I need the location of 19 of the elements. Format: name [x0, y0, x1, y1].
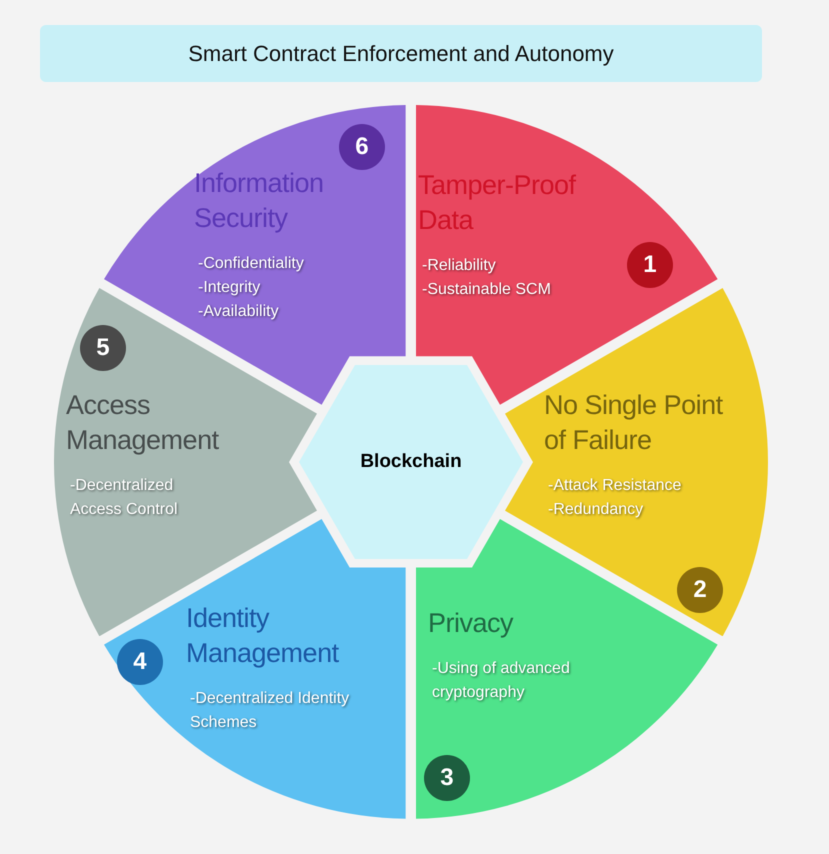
bullet-text: -Attack Resistance [548, 476, 682, 496]
bullet-text: -Reliability [422, 256, 497, 276]
segment-heading: Identity Management [186, 602, 340, 670]
bullet-text: -Confidentiality [198, 254, 305, 274]
segment-heading: Tamper-Proof Data [418, 168, 577, 238]
bullet-text: -Decentralized Access Control [70, 476, 179, 520]
segment [416, 519, 718, 819]
segment-heading: Access Management [66, 388, 220, 458]
center-label: Blockchain [360, 450, 462, 474]
blockchain-hexagon [299, 365, 523, 559]
bullet-text: -Decentralized Identity Schemes [190, 689, 350, 734]
segment-heading: No Single Point of Failure [544, 388, 724, 458]
bullet-text: -Sustainable SCM [422, 280, 552, 300]
title-banner: Smart Contract Enforcement and Autonomy [40, 25, 762, 82]
bullet-text: -Redundancy [548, 500, 644, 520]
bullet-text: -Availability [198, 302, 280, 322]
bullet-text: -Using of advanced cryptography [432, 659, 571, 704]
bullet-text: -Integrity [198, 278, 262, 298]
segment-heading: Privacy [428, 606, 514, 640]
